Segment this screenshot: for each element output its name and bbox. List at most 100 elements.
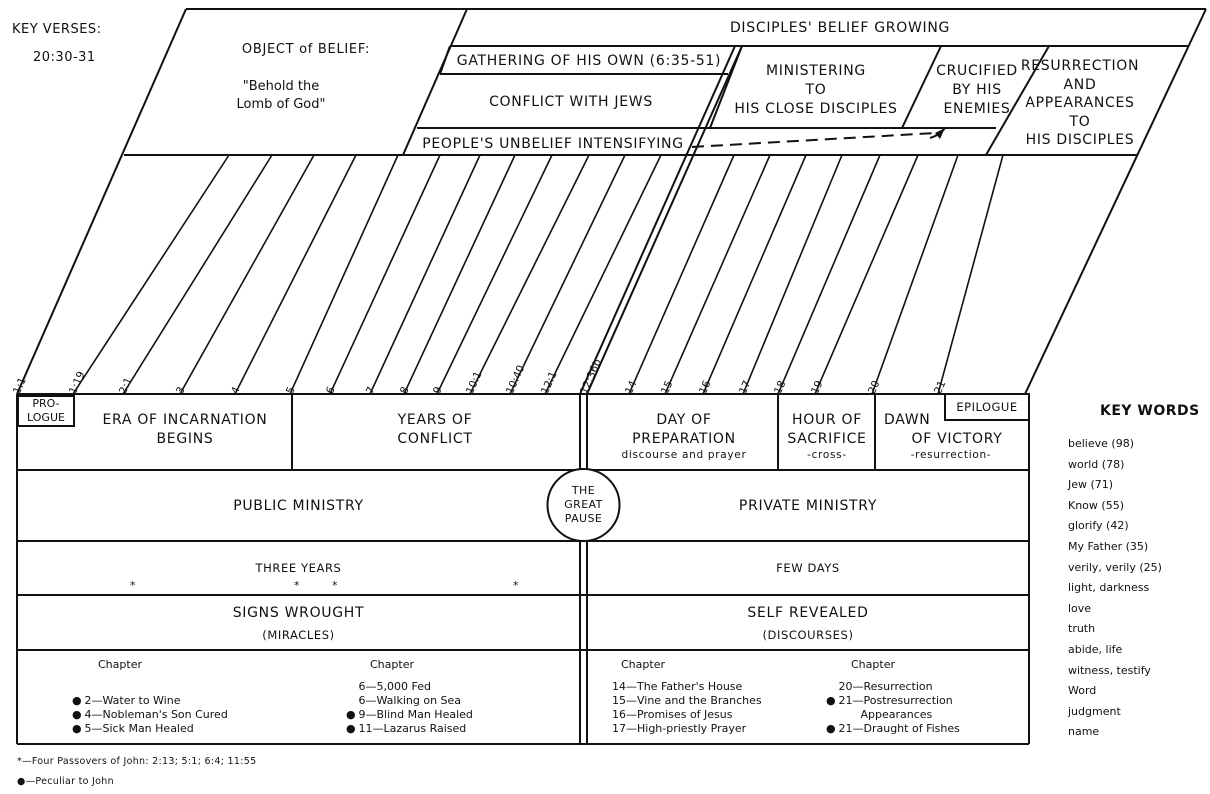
chapter-divider-line xyxy=(814,154,919,395)
day-of-preparation: DAY OF PREPARATION discourse and prayer xyxy=(590,411,778,462)
chapter-divider-line xyxy=(742,154,843,395)
discourses-list-left: 14—The Father's House 15—Vine and the Br… xyxy=(612,680,762,736)
key-word: love xyxy=(1068,601,1092,615)
key-word: glorify (42) xyxy=(1068,519,1129,533)
peculiar-bullet-icon: ● xyxy=(72,694,82,707)
key-verses-title: KEY VERSES: xyxy=(12,22,102,37)
pause-line-2: GREAT xyxy=(564,498,603,511)
chapter-label-2: Chapter xyxy=(370,658,414,671)
signs-title: SIGNS WROUGHT xyxy=(232,605,365,621)
dawn-line-2: OF VICTORY xyxy=(911,431,1003,447)
peculiar-bullet-icon: ● xyxy=(17,776,26,787)
chapter-divider-line xyxy=(469,154,590,395)
miracles-list-left: ● 2—Water to Wine ● 4—Nobleman's Son Cur… xyxy=(72,694,228,736)
key-word: witness, testify xyxy=(1068,663,1151,677)
disciples-belief-growing: DISCIPLES' BELIEF GROWING xyxy=(729,20,951,36)
peoples-unbelief: PEOPLE'S UNBELIEF INTENSIFYING xyxy=(422,136,684,152)
ministering-line-1: MINISTERING xyxy=(766,63,866,79)
chapter-label-3: Chapter xyxy=(621,658,665,671)
years-line-2: CONFLICT xyxy=(397,431,473,447)
key-word: truth xyxy=(1068,622,1096,636)
list-item: ● 11—Lazarus Raised xyxy=(346,722,467,735)
resurrection-label: RESURRECTION AND APPEARANCES TO HIS DISC… xyxy=(1000,57,1160,150)
resurrection-line-1: RESURRECTION xyxy=(1020,58,1140,74)
quote-line-2: Lomb of God" xyxy=(236,97,326,112)
prologue-label: PRO- LOGUE xyxy=(18,397,74,425)
list-item: ● 5—Sick Man Healed xyxy=(72,722,194,735)
chapter-divider-line xyxy=(72,154,230,395)
passover-star-2: * xyxy=(294,579,300,592)
peculiar-bullet-icon: ● xyxy=(72,708,82,721)
three-years: THREE YEARS xyxy=(255,561,342,575)
resurrection-line-4: TO xyxy=(1069,113,1091,130)
key-word: Jew (71) xyxy=(1068,478,1114,492)
self-title: SELF REVEALED xyxy=(747,605,869,621)
chapter-divider-line xyxy=(289,154,399,395)
pause-line-3: PAUSE xyxy=(564,512,603,525)
dawn-line-1: DAWN xyxy=(884,412,931,428)
key-word: Word xyxy=(1068,684,1097,698)
chapter-divider-line xyxy=(329,154,441,395)
key-word: judgment xyxy=(1068,704,1121,718)
chapter-divider-line xyxy=(122,154,273,395)
passover-star-3: * xyxy=(332,579,338,592)
peculiar-bullet-icon: ● xyxy=(346,722,356,735)
quote-line-1: "Behold the xyxy=(242,79,320,94)
conflict-with-jews: CONFLICT WITH JEWS xyxy=(489,94,653,110)
signs-wrought: SIGNS WROUGHT (MIRACLES) xyxy=(17,604,580,642)
chapter-label-4: Chapter xyxy=(851,658,895,671)
key-word: light, darkness xyxy=(1068,581,1150,595)
chapter-divider-line xyxy=(179,154,315,395)
ministering-line-3: HIS CLOSE DISCIPLES xyxy=(734,101,898,117)
peculiar-bullet-icon: ● xyxy=(826,722,836,735)
great-pause: THE GREAT PAUSE xyxy=(548,484,619,526)
era-line-1: ERA OF INCARNATION xyxy=(102,412,268,428)
crucified-line-2: BY HIS xyxy=(952,82,1002,98)
miracles-list-right: 6—5,000 Fed 6—Walking on Sea ● 9—Blind M… xyxy=(346,680,473,736)
public-ministry: PUBLIC MINISTRY xyxy=(233,498,364,514)
chapter-divider-line xyxy=(544,154,662,395)
era-of-incarnation: ERA OF INCARNATION BEGINS xyxy=(80,411,290,449)
signs-sub: (MIRACLES) xyxy=(262,628,335,642)
key-word: abide, life xyxy=(1068,642,1123,656)
ministering-line-2: TO xyxy=(805,82,827,98)
key-word: Know (55) xyxy=(1068,498,1124,512)
gathering-of-his-own: GATHERING OF HIS OWN (6:35-51) xyxy=(456,53,722,69)
few-days: FEW DAYS xyxy=(776,561,840,575)
key-word: verily, verily (25) xyxy=(1068,560,1162,574)
discourses-list-right: 20—Resurrection ● 21—Postresurrection Ap… xyxy=(826,680,960,736)
list-item: 15—Vine and the Branches xyxy=(612,694,762,707)
prologue-line-1: PRO- xyxy=(32,397,60,410)
day-line-2: PREPARATION xyxy=(632,431,736,447)
pause-line-1: THE xyxy=(571,484,596,497)
list-item: Appearances xyxy=(860,708,933,721)
key-word: My Father (35) xyxy=(1068,539,1149,553)
key-word: name xyxy=(1068,725,1100,739)
list-item: ● 9—Blind Man Healed xyxy=(346,708,473,721)
chapter-divider-line xyxy=(664,154,771,395)
passover-star-4: * xyxy=(513,579,519,592)
crucified-line-1: CRUCIFIED xyxy=(936,63,1018,79)
object-of-belief-title: OBJECT of BELIEF: xyxy=(241,42,371,57)
list-item: ● 2—Water to Wine xyxy=(72,694,181,707)
resurrection-line-3: APPEARANCES xyxy=(1025,95,1135,111)
chapter-divider-line xyxy=(871,154,959,395)
chapter-divider-line xyxy=(436,154,553,395)
chapter-divider-line xyxy=(628,154,735,395)
hour-of-sacrifice: HOUR OF SACRIFICE -cross- xyxy=(779,411,875,462)
self-sub: (DISCOURSES) xyxy=(762,628,854,642)
key-verses-ref: 20:30-31 xyxy=(33,50,96,65)
day-line-1: DAY OF xyxy=(656,412,712,428)
years-line-1: YEARS OF xyxy=(397,412,473,428)
key-word: world (78) xyxy=(1068,457,1125,471)
private-ministry: PRIVATE MINISTRY xyxy=(738,498,878,514)
list-item: ● 21—Postresurrection xyxy=(826,694,953,707)
dawn-sub: -resurrection- xyxy=(910,449,992,461)
key-words-list: believe (98)world (78)Jew (71)Know (55)g… xyxy=(1068,434,1162,743)
footnote-passovers: *—Four Passovers of John: 2:13; 5:1; 6:4… xyxy=(17,756,257,767)
years-of-conflict: YEARS OF CONFLICT xyxy=(330,411,540,449)
list-item: 6—5,000 Fed xyxy=(358,680,431,693)
prologue-line-2: LOGUE xyxy=(27,411,65,424)
peculiar-bullet-icon: ● xyxy=(72,722,82,735)
